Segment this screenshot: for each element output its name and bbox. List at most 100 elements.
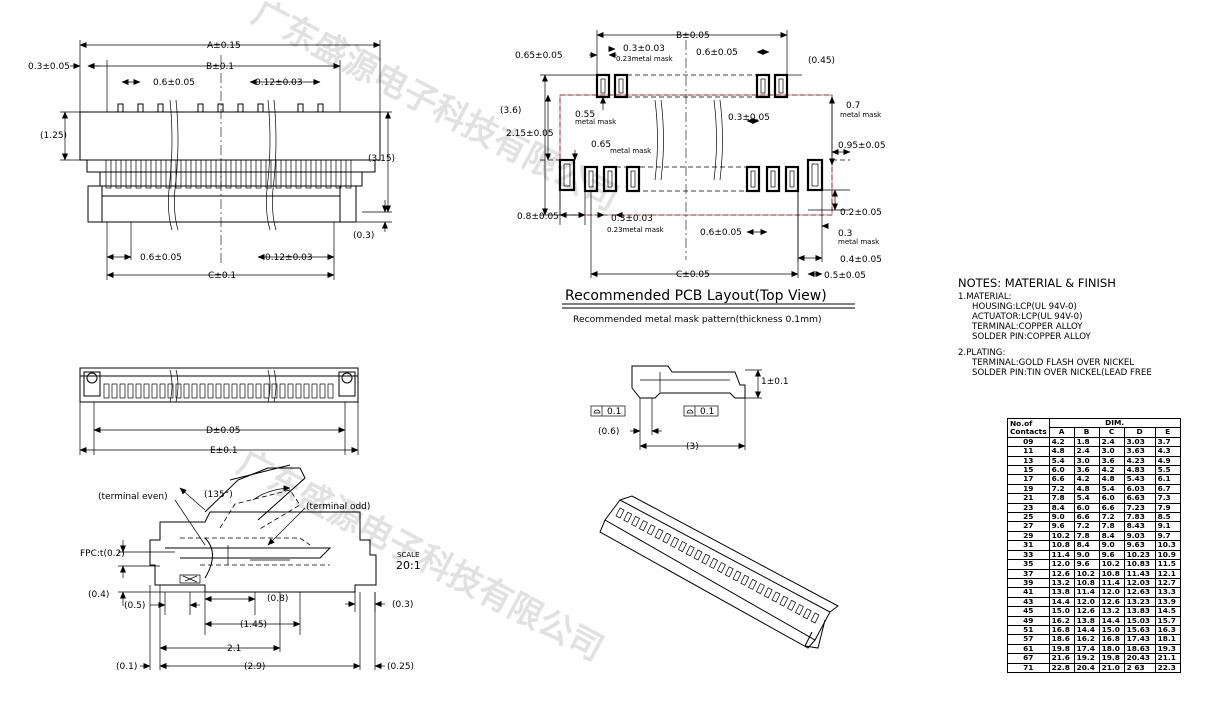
- pcb-dim-02: 0.2±0.05: [840, 208, 882, 218]
- table-cell: 5.43: [1123, 474, 1156, 485]
- pcb-dim-095: 0.95±0.05: [838, 141, 886, 151]
- table-cell: 4.2: [1073, 474, 1100, 485]
- pcb-dim-065-b: 0.65: [591, 140, 611, 150]
- table-cell: 22.3: [1154, 662, 1181, 673]
- table-cell: 14.5: [1154, 606, 1181, 617]
- contact-tooth: [755, 583, 765, 595]
- pcb-dim-215: 2.15±0.05: [506, 129, 554, 139]
- table-cell: 18.1: [1154, 634, 1181, 645]
- terminal-lead: [175, 159, 182, 189]
- dim-03: 0.3±0.05: [28, 62, 70, 72]
- table-cell: 45: [1007, 606, 1050, 617]
- table-cell: 12.0: [1098, 587, 1125, 598]
- contact-tooth: [623, 511, 633, 523]
- table-cell: 35: [1007, 559, 1050, 570]
- contact-slot: [239, 383, 246, 399]
- table-cell: 37: [1007, 568, 1050, 579]
- table-cell: 12.0: [1048, 559, 1075, 570]
- sec-dim-03: (0.3): [392, 600, 413, 610]
- terminal-lead: [165, 159, 172, 189]
- terminal-lead: [255, 159, 262, 189]
- table-cell: 6.6: [1048, 474, 1075, 485]
- table-cell: 16.2: [1073, 634, 1100, 645]
- plating-line: TERMINAL:GOLD FLASH OVER NICKEL: [972, 358, 1135, 368]
- contact-slot: [311, 383, 318, 399]
- contact-slot: [247, 383, 254, 399]
- table-cell: 3.63: [1123, 446, 1156, 457]
- table-column-header: D: [1123, 427, 1156, 438]
- pcb-dim-05: 0.5±0.05: [824, 271, 866, 281]
- side-dim-flat-right: 0.1: [700, 407, 714, 417]
- table-cell: 9.1: [1154, 521, 1181, 532]
- contact-slot: [111, 383, 118, 399]
- terminal-lead: [245, 159, 252, 189]
- pcb-dim-06-top: 0.6±0.05: [696, 48, 738, 58]
- table-cell: 18.6: [1048, 634, 1075, 645]
- table-cell: 12.6: [1073, 606, 1100, 617]
- table-cell: 21: [1007, 493, 1050, 504]
- table-column-header: B: [1073, 427, 1100, 438]
- sec-terminal-odd: (terminal odd): [306, 502, 370, 512]
- terminal-lead: [185, 159, 192, 189]
- pcb-layout-title: Recommended PCB Layout(Top View): [565, 288, 827, 304]
- pcb-dim-08: 0.8±0.05: [517, 212, 559, 222]
- side-view: 1±0.1 0.1 0.1 (0.6) (3): [590, 365, 789, 452]
- table-cell: 12.1: [1154, 568, 1181, 579]
- terminal-lead: [205, 159, 212, 189]
- contact-tooth: [724, 566, 734, 578]
- table-cell: 7.2: [1073, 521, 1100, 532]
- terminal-lead: [285, 159, 292, 189]
- table-cell: 19.2: [1073, 653, 1100, 664]
- table-cell: 9.6: [1073, 559, 1100, 570]
- terminal-pin: [117, 103, 124, 113]
- table-column-header: A: [1048, 427, 1075, 438]
- pcb-dim-b: B±0.05: [676, 31, 710, 41]
- side-dim-06: (0.6): [598, 427, 619, 437]
- table-cell: 6.1: [1154, 474, 1181, 485]
- contact-slot: [143, 383, 150, 399]
- terminal-lead: [215, 159, 222, 189]
- table-cell: 7.3: [1154, 493, 1181, 504]
- terminal-pin: [157, 103, 164, 113]
- pcb-dim-045: (0.45): [808, 56, 835, 66]
- contact-tooth: [693, 549, 703, 561]
- table-cell: 6.0: [1098, 493, 1125, 504]
- contact-tooth: [677, 541, 687, 553]
- table-cell: 13.2: [1098, 606, 1125, 617]
- top-view: A±0.15 0.3±0.05 B±0.1 0.6±0.05 0.12±0.03…: [28, 40, 395, 281]
- table-cell: 10.3: [1154, 540, 1181, 551]
- table-cell: 41: [1007, 587, 1050, 598]
- table-cell: 9.0: [1098, 540, 1125, 551]
- table-cell: 10.8: [1048, 540, 1075, 551]
- dim-06-bottom: 0.6±0.05: [140, 253, 182, 263]
- terminal-lead: [325, 159, 332, 189]
- sec-dim-135: (135°): [204, 490, 233, 500]
- section-view: FPC:t(0.2) (0.4) (135°) (terminal even) …: [80, 464, 421, 672]
- table-cell: 11.43: [1123, 568, 1156, 579]
- sec-dim-08: (0.8): [267, 594, 288, 604]
- notes-heading: NOTES: MATERIAL & FINISH: [958, 276, 1116, 290]
- sec-dim-29: (2.9): [244, 662, 265, 672]
- contact-tooth: [709, 557, 719, 569]
- contact-tooth: [810, 612, 820, 624]
- contact-tooth: [662, 532, 672, 544]
- pcb-dim-36: (3.6): [500, 106, 521, 116]
- table-cell: 13.8: [1048, 587, 1075, 598]
- terminal-lead: [275, 159, 282, 189]
- terminal-pin: [137, 103, 144, 113]
- front-view: D±0.05 E±0.1: [79, 367, 359, 456]
- contact-tooth: [701, 553, 711, 565]
- contact-slot: [279, 383, 286, 399]
